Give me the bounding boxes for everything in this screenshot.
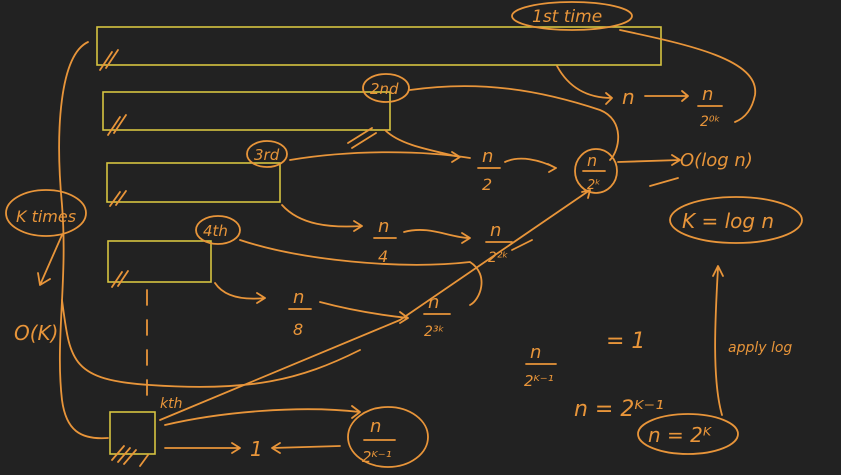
first-time-circle bbox=[511, 1, 633, 31]
hatch-mark bbox=[111, 445, 149, 467]
third-label: 3rd bbox=[254, 146, 280, 164]
svg-text:2³ᵏ: 2³ᵏ bbox=[424, 324, 445, 340]
n-eq-2k-label: n = 2ᴷ bbox=[648, 423, 712, 447]
svg-text:2ᴷ⁻¹: 2ᴷ⁻¹ bbox=[524, 372, 554, 390]
one-label: 1 bbox=[250, 437, 263, 461]
arrow-n8-to-n23k bbox=[319, 301, 409, 324]
svg-text:2²ᵏ: 2²ᵏ bbox=[488, 250, 509, 266]
fraction-n-over-2-km1-eq: n 2ᴷ⁻¹ bbox=[524, 342, 557, 390]
fraction-n-over-4: n 4 bbox=[373, 216, 397, 266]
tick-mark bbox=[649, 177, 679, 187]
fourth-label: 4th bbox=[203, 222, 228, 240]
svg-text:n: n bbox=[428, 292, 439, 313]
fraction-n-over-2: n 2 bbox=[477, 146, 501, 194]
svg-text:n: n bbox=[530, 342, 541, 363]
first-time-label: 1st time bbox=[532, 7, 602, 27]
bottom-frac-circle bbox=[347, 406, 429, 468]
k-times-brace bbox=[58, 41, 109, 440]
fourth-circle bbox=[195, 215, 241, 245]
svg-text:n: n bbox=[293, 287, 304, 308]
k-eq-logn-circle bbox=[669, 196, 803, 244]
array-box-level-3 bbox=[106, 162, 281, 203]
svg-text:n: n bbox=[378, 216, 389, 237]
kth-label: kth bbox=[160, 396, 182, 412]
svg-text:n: n bbox=[490, 220, 501, 241]
fraction-n-over-2-km1-bottom: n 2ᴷ⁻¹ bbox=[362, 416, 396, 466]
third-circle bbox=[246, 140, 288, 168]
k-times-circle bbox=[5, 189, 87, 237]
arrow-second-to-n2 bbox=[384, 129, 461, 163]
svg-text:n: n bbox=[702, 84, 713, 105]
fraction-n-over-2k: n 2ᵏ bbox=[582, 151, 606, 193]
equals-one-label: = 1 bbox=[606, 329, 645, 354]
big-o-k-label: O(K) bbox=[14, 321, 58, 345]
curve-first-time-to-frac bbox=[619, 29, 756, 123]
apply-log-arrow bbox=[712, 265, 724, 416]
k-times-label: K times bbox=[16, 207, 76, 226]
svg-text:2⁰ᵏ: 2⁰ᵏ bbox=[700, 114, 721, 130]
svg-text:n: n bbox=[482, 146, 493, 167]
svg-text:2: 2 bbox=[482, 175, 492, 194]
arrow-n4-to-n22k bbox=[403, 229, 471, 244]
fraction-n-over-2-3k: n 2³ᵏ bbox=[423, 292, 451, 340]
hatch-mark bbox=[109, 190, 127, 207]
fraction-n-over-2-2k: n 2²ᵏ bbox=[485, 220, 513, 266]
n-over-2k-circle bbox=[574, 148, 618, 194]
arrow-third-to-n4 bbox=[281, 204, 363, 232]
hatch-mark bbox=[347, 127, 377, 149]
svg-text:2ᴷ⁻¹: 2ᴷ⁻¹ bbox=[362, 448, 392, 466]
second-label: 2nd bbox=[370, 80, 399, 98]
apply-log-label: apply log bbox=[728, 340, 792, 356]
svg-text:n: n bbox=[587, 151, 597, 170]
array-box-level-4 bbox=[107, 240, 212, 283]
arrow-kth-to-frac bbox=[164, 405, 361, 426]
fraction-n-over-8: n 8 bbox=[288, 287, 312, 339]
arrow-kth-to-one bbox=[164, 442, 241, 454]
arrow-fourth-to-n8 bbox=[214, 282, 266, 304]
array-box-level-k bbox=[109, 411, 156, 455]
n-eq-2km1-label: n = 2ᴷ⁻¹ bbox=[574, 397, 664, 422]
array-box-level-2 bbox=[102, 91, 391, 131]
brace-to-kth-curve bbox=[61, 299, 361, 388]
curve-second-to-n2k bbox=[409, 85, 620, 161]
arrow-n2-to-n2k bbox=[504, 157, 557, 173]
big-o-logn-label: O(log n) bbox=[680, 150, 753, 171]
n-label: n bbox=[622, 85, 635, 109]
arrow-frac-to-one bbox=[271, 442, 341, 454]
hatch-mark bbox=[107, 114, 127, 136]
curve-fourth bbox=[239, 239, 483, 306]
hatch-mark bbox=[111, 270, 129, 288]
arrow-to-ok bbox=[37, 234, 63, 286]
array-box-level-1 bbox=[96, 26, 662, 66]
k-eq-logn-label: K = log n bbox=[682, 209, 774, 233]
svg-text:n: n bbox=[370, 416, 381, 437]
tick-mark bbox=[511, 239, 533, 251]
n-eq-2k-circle bbox=[637, 413, 739, 455]
arrow-to-ologn bbox=[617, 154, 681, 166]
fraction-n-over-2-0k: n 2⁰ᵏ bbox=[697, 84, 723, 130]
second-circle bbox=[362, 73, 410, 103]
arrow-n-to-frac bbox=[644, 90, 689, 102]
svg-text:4: 4 bbox=[378, 247, 388, 266]
svg-text:8: 8 bbox=[293, 320, 303, 339]
arrow-first-to-n bbox=[556, 65, 613, 105]
hatch-mark bbox=[99, 49, 119, 71]
curve-third bbox=[289, 151, 471, 161]
diagonal-kth-to-n2k bbox=[159, 189, 591, 421]
